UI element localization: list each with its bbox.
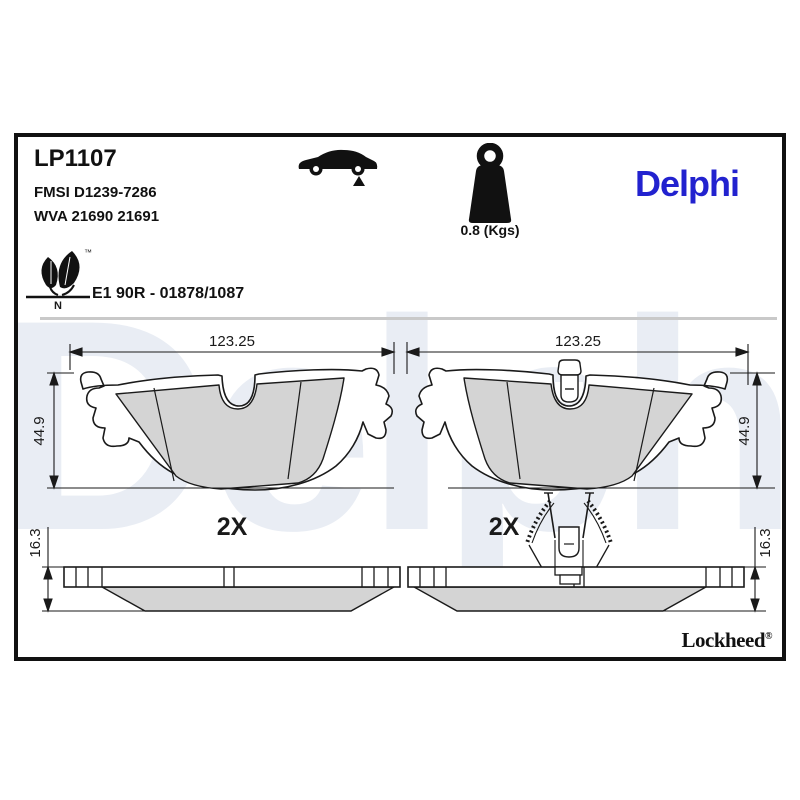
fmsi-reference: FMSI D1239-7286 [34, 184, 157, 201]
wear-sensor-plug [554, 359, 584, 404]
eco-leaf-icon: N ™ [26, 248, 92, 311]
brand-logo: Delphi [635, 163, 740, 204]
dim-thickness-left: 16.3 [27, 528, 44, 557]
footer-brand: Lockheed® [682, 628, 773, 653]
quantity-label-right: 2X [489, 513, 520, 541]
footer-brand-name: Lockheed [681, 628, 766, 652]
quantity-label-left: 2X [217, 513, 248, 541]
wear-sensor-detail [525, 492, 613, 569]
dim-thickness-right: 16.3 [757, 528, 774, 557]
trademark-symbol: ™ [84, 248, 92, 257]
pad-front-view-left [79, 367, 394, 491]
dim-width-left: 123.25 [209, 333, 255, 350]
registered-mark: ® [765, 631, 772, 642]
weight-value: 0.8 (Kgs) [460, 222, 520, 238]
axle-position-marker [353, 176, 365, 186]
dim-height-left: 44.9 [31, 416, 48, 445]
pad-side-view-left [63, 566, 401, 612]
technical-drawing: 123.25 123.25 44.9 44.9 16.3 16.3 2X 2X [27, 333, 775, 613]
eco-letter: N [54, 300, 62, 311]
dim-width-right: 123.25 [555, 333, 601, 350]
part-number: LP1107 [34, 145, 117, 172]
dim-height-right: 44.9 [736, 416, 753, 445]
pad-side-view-right [407, 566, 745, 612]
weight-icon [468, 143, 512, 223]
datasheet-frame: Delphi [14, 133, 786, 661]
pad-front-view-right [414, 359, 729, 491]
dimension-lines [42, 342, 775, 613]
header-divider [40, 317, 777, 320]
car-icon [298, 149, 378, 186]
wva-reference: WVA 21690 21691 [34, 208, 160, 225]
ece-approval-number: E1 90R - 01878/1087 [92, 285, 245, 302]
